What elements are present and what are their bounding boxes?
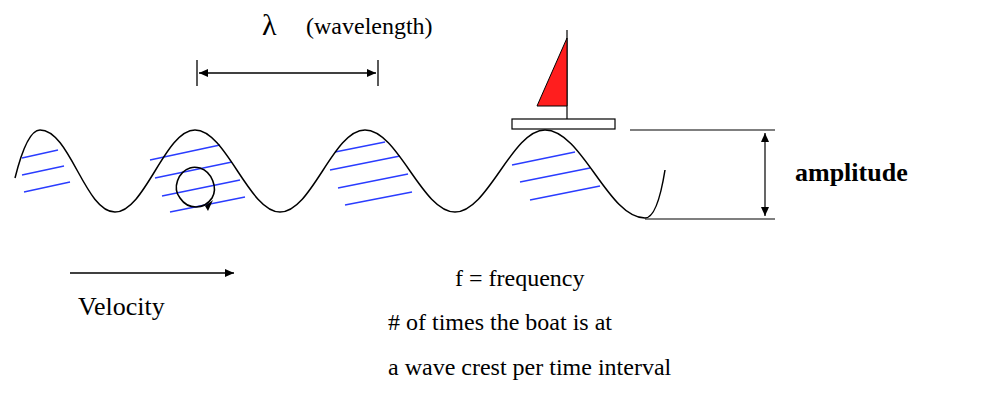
wavelength-tick bbox=[196, 60, 197, 86]
amplitude-bottom-line bbox=[645, 218, 775, 219]
wave-curve bbox=[15, 130, 665, 218]
amplitude-arrow bbox=[764, 133, 765, 174]
wavelength-label: (wavelength) bbox=[306, 14, 433, 38]
wavelength-arrow bbox=[199, 72, 288, 73]
wavelength-tick bbox=[377, 60, 378, 86]
amplitude-arrow bbox=[764, 174, 765, 216]
orbit-loop bbox=[176, 167, 214, 207]
amplitude-top-line bbox=[630, 129, 775, 130]
sail bbox=[537, 38, 567, 106]
wavelength-symbol: λ bbox=[262, 10, 277, 40]
frequency-note: # of times the boat is at bbox=[388, 310, 612, 334]
frequency-note: a wave crest per time interval bbox=[388, 355, 671, 379]
velocity-label: Velocity bbox=[78, 294, 165, 320]
orbit-arrowhead bbox=[205, 200, 213, 211]
velocity-arrow bbox=[70, 272, 234, 273]
frequency-label: f = frequency bbox=[455, 266, 584, 290]
hull bbox=[512, 119, 615, 129]
wavelength-arrow bbox=[288, 72, 376, 73]
amplitude-label: amplitude bbox=[795, 160, 908, 186]
